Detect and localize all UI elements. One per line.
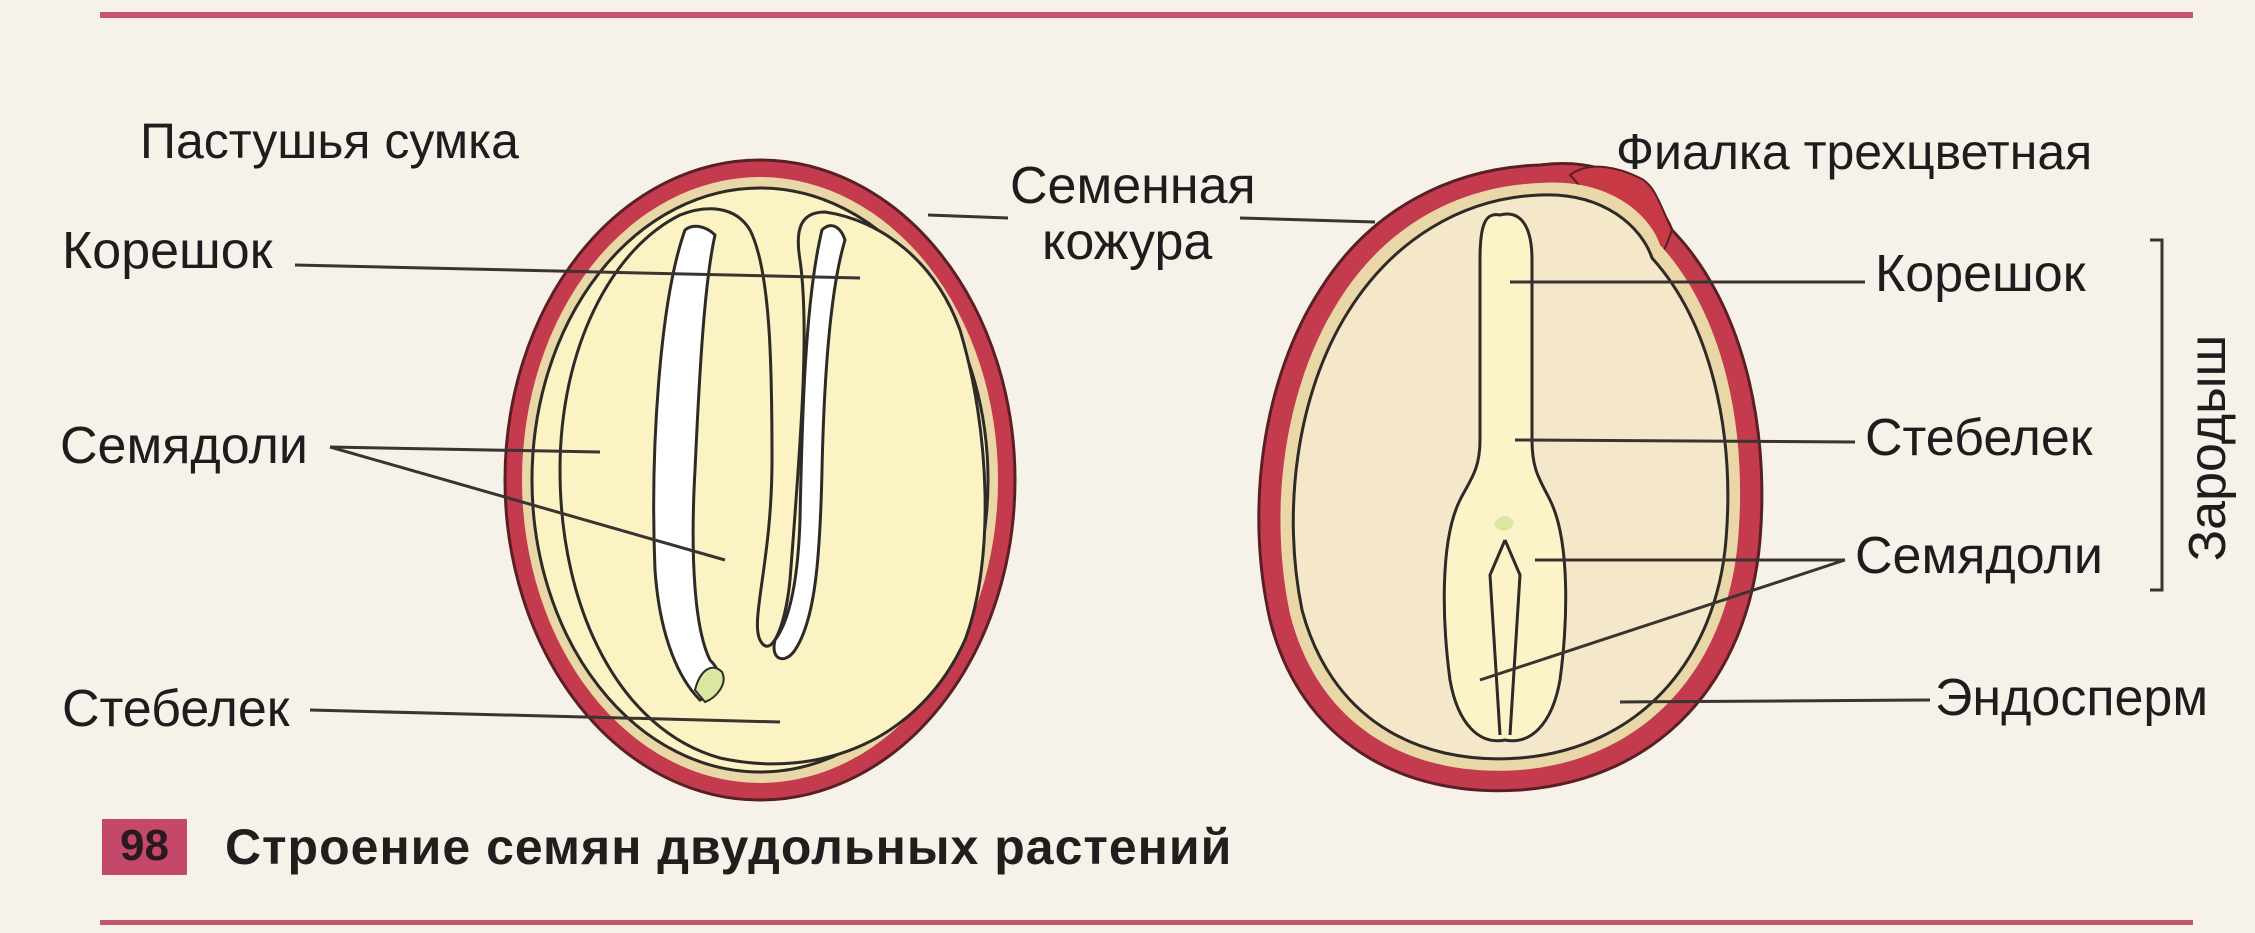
left-seed-title: Пастушья сумка — [140, 116, 519, 166]
right-label-cotyledons: Семядоли — [1855, 530, 2103, 582]
embryo-bracket — [2150, 240, 2162, 590]
caption-text: Строение семян двудольных растений — [225, 818, 1232, 876]
right-label-endosperm: Эндосперм — [1935, 672, 2208, 724]
seed-coat-label-line1: Семенная — [1010, 160, 1256, 212]
page-number-badge: 98 — [102, 819, 187, 875]
leader-coat-right — [1240, 218, 1375, 222]
left-label-stem: Стебелек — [62, 683, 290, 735]
seed-coat-label-line2: кожура — [1042, 216, 1212, 268]
left-label-cotyledons: Семядоли — [60, 420, 308, 472]
right-seed-title: Фиалка трехцветная — [1616, 127, 2092, 177]
right-label-stem: Стебелек — [1865, 412, 2093, 464]
right-label-root: Корешок — [1875, 248, 2085, 300]
figure-caption: 98 Строение семян двудольных растений — [102, 818, 1232, 876]
embryo-bracket-label: Зародыш — [2178, 335, 2238, 561]
bottom-rule — [100, 920, 2193, 925]
left-seed — [505, 160, 1015, 800]
leader-coat-left — [928, 215, 1008, 218]
leader-right-endosperm — [1620, 700, 1930, 702]
leader-right-stem — [1515, 440, 1855, 442]
left-label-root: Корешок — [62, 225, 272, 277]
right-seed — [1259, 164, 1762, 791]
